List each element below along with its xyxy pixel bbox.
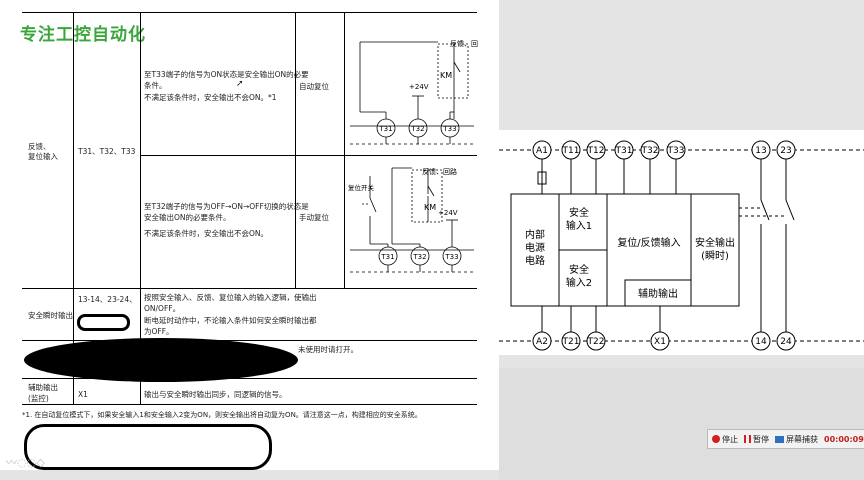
power-block-line: 电路 <box>525 254 545 267</box>
watermark: 专注工控自动化 <box>20 25 146 45</box>
power-block-line: 电源 <box>525 241 545 254</box>
block-diagram-panel: A1 T11 T12 T31 T32 T33 13 23 A2 T21 T22 … <box>499 130 864 355</box>
table-col-line <box>344 12 345 288</box>
row-label-feedback: 反馈、 复位输入 <box>28 142 58 161</box>
safety-desc-1: 按照安全输入、反馈、复位输入的输入逻辑，使输出 <box>144 293 317 302</box>
manual-desc-2: 安全输出ON的必要条件。 <box>144 213 231 222</box>
terminal-t32: T32 <box>641 146 659 156</box>
terminal-a1: A1 <box>536 146 548 156</box>
terminal-x1: X1 <box>654 337 666 347</box>
safety-input-2-line: 安全 <box>569 263 589 276</box>
auto-desc-3: 不满足该条件时，安全输出不会ON。*1 <box>144 93 277 102</box>
redaction-blob <box>24 338 298 382</box>
pause-icon <box>744 435 751 443</box>
stop-label: 停止 <box>722 434 738 444</box>
table-col-line <box>140 12 141 404</box>
reset-switch-label: 复位开关 <box>348 183 375 192</box>
safety-output-line: 安全输出 <box>695 236 735 249</box>
pause-label: 暂停 <box>753 434 769 444</box>
capture-label: 屏幕捕获 <box>786 434 818 444</box>
terminal-label: T31 <box>380 253 394 261</box>
table-divider <box>22 378 477 379</box>
terminals-feedback: T31、T32、T33 <box>78 147 136 156</box>
safety-input-2-line: 输入2 <box>566 276 592 289</box>
manual-desc-3: 不满足该条件时，安全输出不会ON。 <box>144 229 269 238</box>
row-label-aux-1: 辅助输出 <box>28 383 58 392</box>
terminal-t12: T12 <box>587 146 605 156</box>
terminal-t33: T33 <box>667 146 685 156</box>
auto-desc-2: 条件。 <box>144 81 167 90</box>
table-border-top <box>22 12 477 13</box>
terminal-t11: T11 <box>562 146 580 156</box>
recording-timer: 00:00:09 <box>824 434 864 444</box>
block-diagram: A1 T11 T12 T31 T32 T33 13 23 A2 T21 T22 … <box>499 140 864 351</box>
manual-desc-1: 至T32端子的信号为OFF→ON→OFF切换的状态是 <box>144 202 309 211</box>
safety-output-line: (瞬时) <box>701 249 729 262</box>
power-block-line: 内部 <box>525 228 545 241</box>
table-border-bottom <box>22 404 477 405</box>
table-divider <box>22 340 477 341</box>
row-label-safety-output: 安全瞬时输出 <box>28 311 73 320</box>
auto-reset-diagram: 反馈、回路 +24V KM T31 T32 T33 <box>350 39 478 145</box>
safety-desc-2: ON/OFF。 <box>144 304 181 313</box>
cursor-icon: ➚ <box>236 79 244 89</box>
feedback-loop-label: 反馈、回路 <box>450 39 478 48</box>
terminal-t22: T22 <box>587 337 605 347</box>
hidden-row-tail: 未使用时请打开。 <box>298 345 358 354</box>
manual-mode-label: 手动复位 <box>299 213 329 222</box>
safety-input-1-line: 输入1 <box>566 219 592 232</box>
capture-button[interactable]: 屏幕捕获 <box>769 434 818 445</box>
voltage-label: +24V <box>438 209 458 217</box>
footnote: *1. 在自动复位模式下，如果安全输入1和安全输入2变为ON，则安全输出将自动复… <box>22 411 422 419</box>
table-divider <box>140 155 477 156</box>
screen-capture-icon <box>775 435 784 443</box>
terminal-t21: T21 <box>562 337 580 347</box>
terminal-label: T33 <box>444 253 458 261</box>
desktop-background <box>499 368 864 480</box>
table-col-line <box>295 12 296 288</box>
pause-button[interactable]: 暂停 <box>738 434 769 445</box>
feedback-loop-label: 反馈、回路 <box>422 167 457 176</box>
safety-desc-3: 断电延时动作中，不论输入条件如何安全瞬时输出都 <box>144 316 317 325</box>
table-divider <box>22 288 477 289</box>
auto-mode-label: 自动复位 <box>299 82 329 91</box>
auto-desc-1: 至T33端子的信号为ON状态是安全输出ON的必要 <box>144 70 309 79</box>
terminal-label: T33 <box>442 125 456 133</box>
terminal-23: 23 <box>780 146 791 156</box>
aux-desc: 输出与安全瞬时输出同步，同逻辑的信号。 <box>144 390 287 399</box>
terminal-13: 13 <box>755 146 766 156</box>
record-stop-icon <box>712 435 720 443</box>
contactor-label: KM <box>440 71 452 80</box>
stop-button[interactable]: 停止 <box>708 434 738 445</box>
screen-recorder-toolbar: 停止 暂停 屏幕捕获 00:00:09 <box>707 429 864 449</box>
terminal-24: 24 <box>780 337 792 347</box>
terminal-label: T32 <box>412 253 426 261</box>
aux-output-label: 辅助输出 <box>638 287 678 300</box>
reset-feedback-label: 复位/反馈输入 <box>617 236 680 249</box>
manual-reset-diagram: 复位开关 反馈、回路 +24V KM T31 T32 T33 <box>348 167 474 273</box>
row-label-aux-2: (监控) <box>28 394 49 403</box>
scribble-mark: 〰◌◌◇ <box>6 456 45 469</box>
terminal-label: T31 <box>378 125 392 133</box>
document-page: 专注工控自动化 反馈、 复位输入 T31、T32、T33 至T33端子的信号为O… <box>0 0 499 470</box>
safety-desc-4: 为OFF。 <box>144 327 174 336</box>
terminals-safety-output: 13-14、23-24、 <box>78 295 137 304</box>
redaction-oval <box>24 424 272 470</box>
terminal-a2: A2 <box>536 337 548 347</box>
terminal-14: 14 <box>755 337 767 347</box>
contactor-label: KM <box>424 203 436 212</box>
table-col-line <box>73 12 74 404</box>
voltage-label: +24V <box>409 83 429 91</box>
safety-input-1-line: 安全 <box>569 206 589 219</box>
highlight-oval <box>77 314 130 331</box>
terminals-aux: X1 <box>78 390 88 399</box>
terminal-t31: T31 <box>615 146 633 156</box>
terminal-label: T32 <box>410 125 424 133</box>
